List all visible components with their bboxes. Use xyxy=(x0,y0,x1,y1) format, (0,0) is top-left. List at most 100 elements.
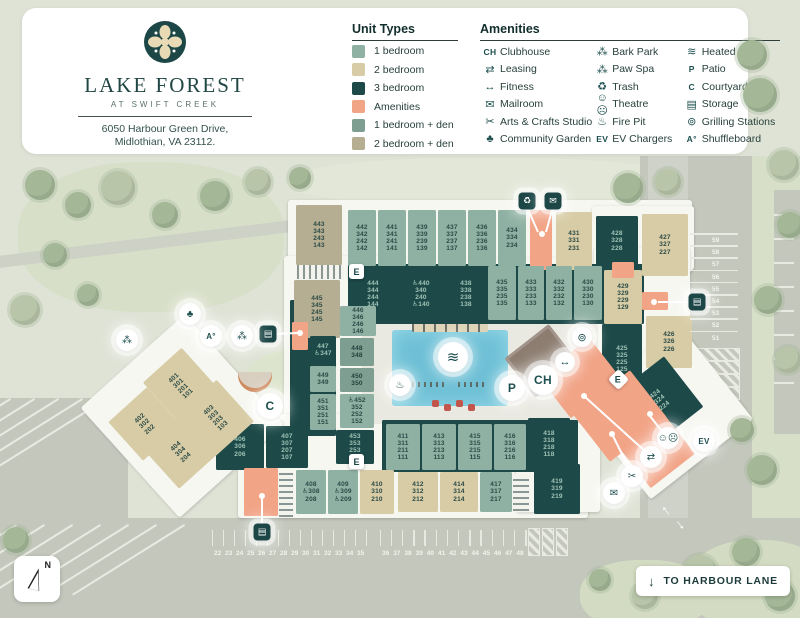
logo-flower-icon xyxy=(144,21,186,63)
parking-number: 52 xyxy=(712,322,720,330)
amenity-label: Clubhouse xyxy=(500,45,551,58)
parking-line xyxy=(354,530,356,546)
unit-447: 447♿347 xyxy=(310,336,336,364)
unit-type-label: Amenities xyxy=(374,100,421,113)
amenities-column: ⁂Bark Park⁂Paw Spa♻Trash☺☹Theatre♨Fire P… xyxy=(592,43,682,148)
lounger-row xyxy=(412,382,448,387)
ev-parking-spot xyxy=(528,528,540,556)
fire-pit-chair xyxy=(456,400,463,407)
unit-type-swatch xyxy=(352,63,365,76)
parking-number: 38 xyxy=(404,550,412,557)
unit-409: 409♿309♿209 xyxy=(328,470,358,514)
mailroom-marker-bottom: ✉ xyxy=(603,482,625,504)
paw-spa-icon: ⁂ xyxy=(596,63,608,76)
amenity-label: Courtyard xyxy=(701,80,748,93)
parking-line xyxy=(446,530,449,546)
fitness-icon: ↔ xyxy=(484,80,496,93)
parking-number: 56 xyxy=(712,273,720,281)
tree xyxy=(65,192,91,218)
compass-n-label: N xyxy=(44,560,52,570)
amenity-label: EV Chargers xyxy=(612,133,673,146)
parking-line xyxy=(690,318,738,320)
parking-line xyxy=(690,257,738,259)
parking-line xyxy=(491,530,493,546)
parking-number: 59 xyxy=(712,237,720,244)
parking-number: 27 xyxy=(269,550,277,557)
parking-line xyxy=(277,530,279,546)
tree xyxy=(613,173,643,203)
arts-crafts-marker: ✂ xyxy=(621,465,643,487)
header-panel: LAKE FOREST AT SWIFT CREEK 6050 Harbour … xyxy=(22,8,780,154)
parking-number: 43 xyxy=(460,550,468,557)
parking-line xyxy=(435,530,437,546)
amenity-label: Fitness xyxy=(500,80,534,93)
tree xyxy=(737,40,767,70)
unit-type-label: 3 bedroom xyxy=(374,82,425,94)
parking-number: 55 xyxy=(712,285,720,293)
tree xyxy=(245,169,271,195)
clubhouse-icon: CH xyxy=(483,46,497,57)
parking-line xyxy=(690,245,738,247)
parking-number: 39 xyxy=(415,550,423,557)
parking-number: 29 xyxy=(291,550,299,557)
parking-line xyxy=(288,530,290,546)
parking-number: 41 xyxy=(438,550,446,557)
community-garden-plot xyxy=(238,372,272,392)
tree xyxy=(25,170,55,200)
parking-line xyxy=(390,530,393,546)
parking-number: 45 xyxy=(482,550,491,557)
amenity-label: Grilling Stations xyxy=(701,115,776,128)
ev-chargers-icon: EV xyxy=(596,134,609,145)
parking-line xyxy=(299,530,301,546)
amenities-title: Amenities xyxy=(480,22,780,41)
mailroom-icon: ✉ xyxy=(485,98,495,111)
address-line1: 6050 Harbour Green Drive, xyxy=(101,123,229,135)
logo-block: LAKE FOREST AT SWIFT CREEK 6050 Harbour … xyxy=(70,20,260,149)
parking-line xyxy=(480,530,482,546)
parking-line xyxy=(310,530,312,546)
storage-icon: ▤ xyxy=(686,98,697,111)
amenity-label: Leasing xyxy=(500,63,537,76)
amenity-label: Shuffleboard xyxy=(701,133,762,146)
tree xyxy=(743,78,777,112)
parking-line xyxy=(332,530,334,546)
tree xyxy=(43,243,67,267)
parking-line xyxy=(211,530,213,546)
unit-type-label: 1 bedroom xyxy=(374,45,425,57)
tree xyxy=(101,171,135,205)
parking-number: 26 xyxy=(258,550,266,557)
elevator-marker: E xyxy=(349,264,364,279)
amenity-item: ⊚Grilling Stations xyxy=(682,113,780,131)
trash-marker: ♻ xyxy=(518,192,536,210)
amenity-item: ⁂Paw Spa xyxy=(592,61,682,79)
parking-number: 44 xyxy=(471,550,479,557)
arts-crafts-icon: ✂ xyxy=(485,116,495,129)
parking-line xyxy=(469,530,471,546)
amenity-item: ✂Arts & Crafts Studio xyxy=(480,113,592,131)
trash-icon: ♻ xyxy=(597,81,608,94)
fire-pit-chair xyxy=(468,404,475,411)
harbour-lane-sign: ↓ TO HARBOUR LANE xyxy=(636,566,790,596)
unit-type-label: 1 bedroom + den xyxy=(374,119,454,131)
tree xyxy=(747,455,777,485)
parking-number: 46 xyxy=(494,550,502,557)
amenity-item: A°Shuffleboard xyxy=(682,131,780,149)
